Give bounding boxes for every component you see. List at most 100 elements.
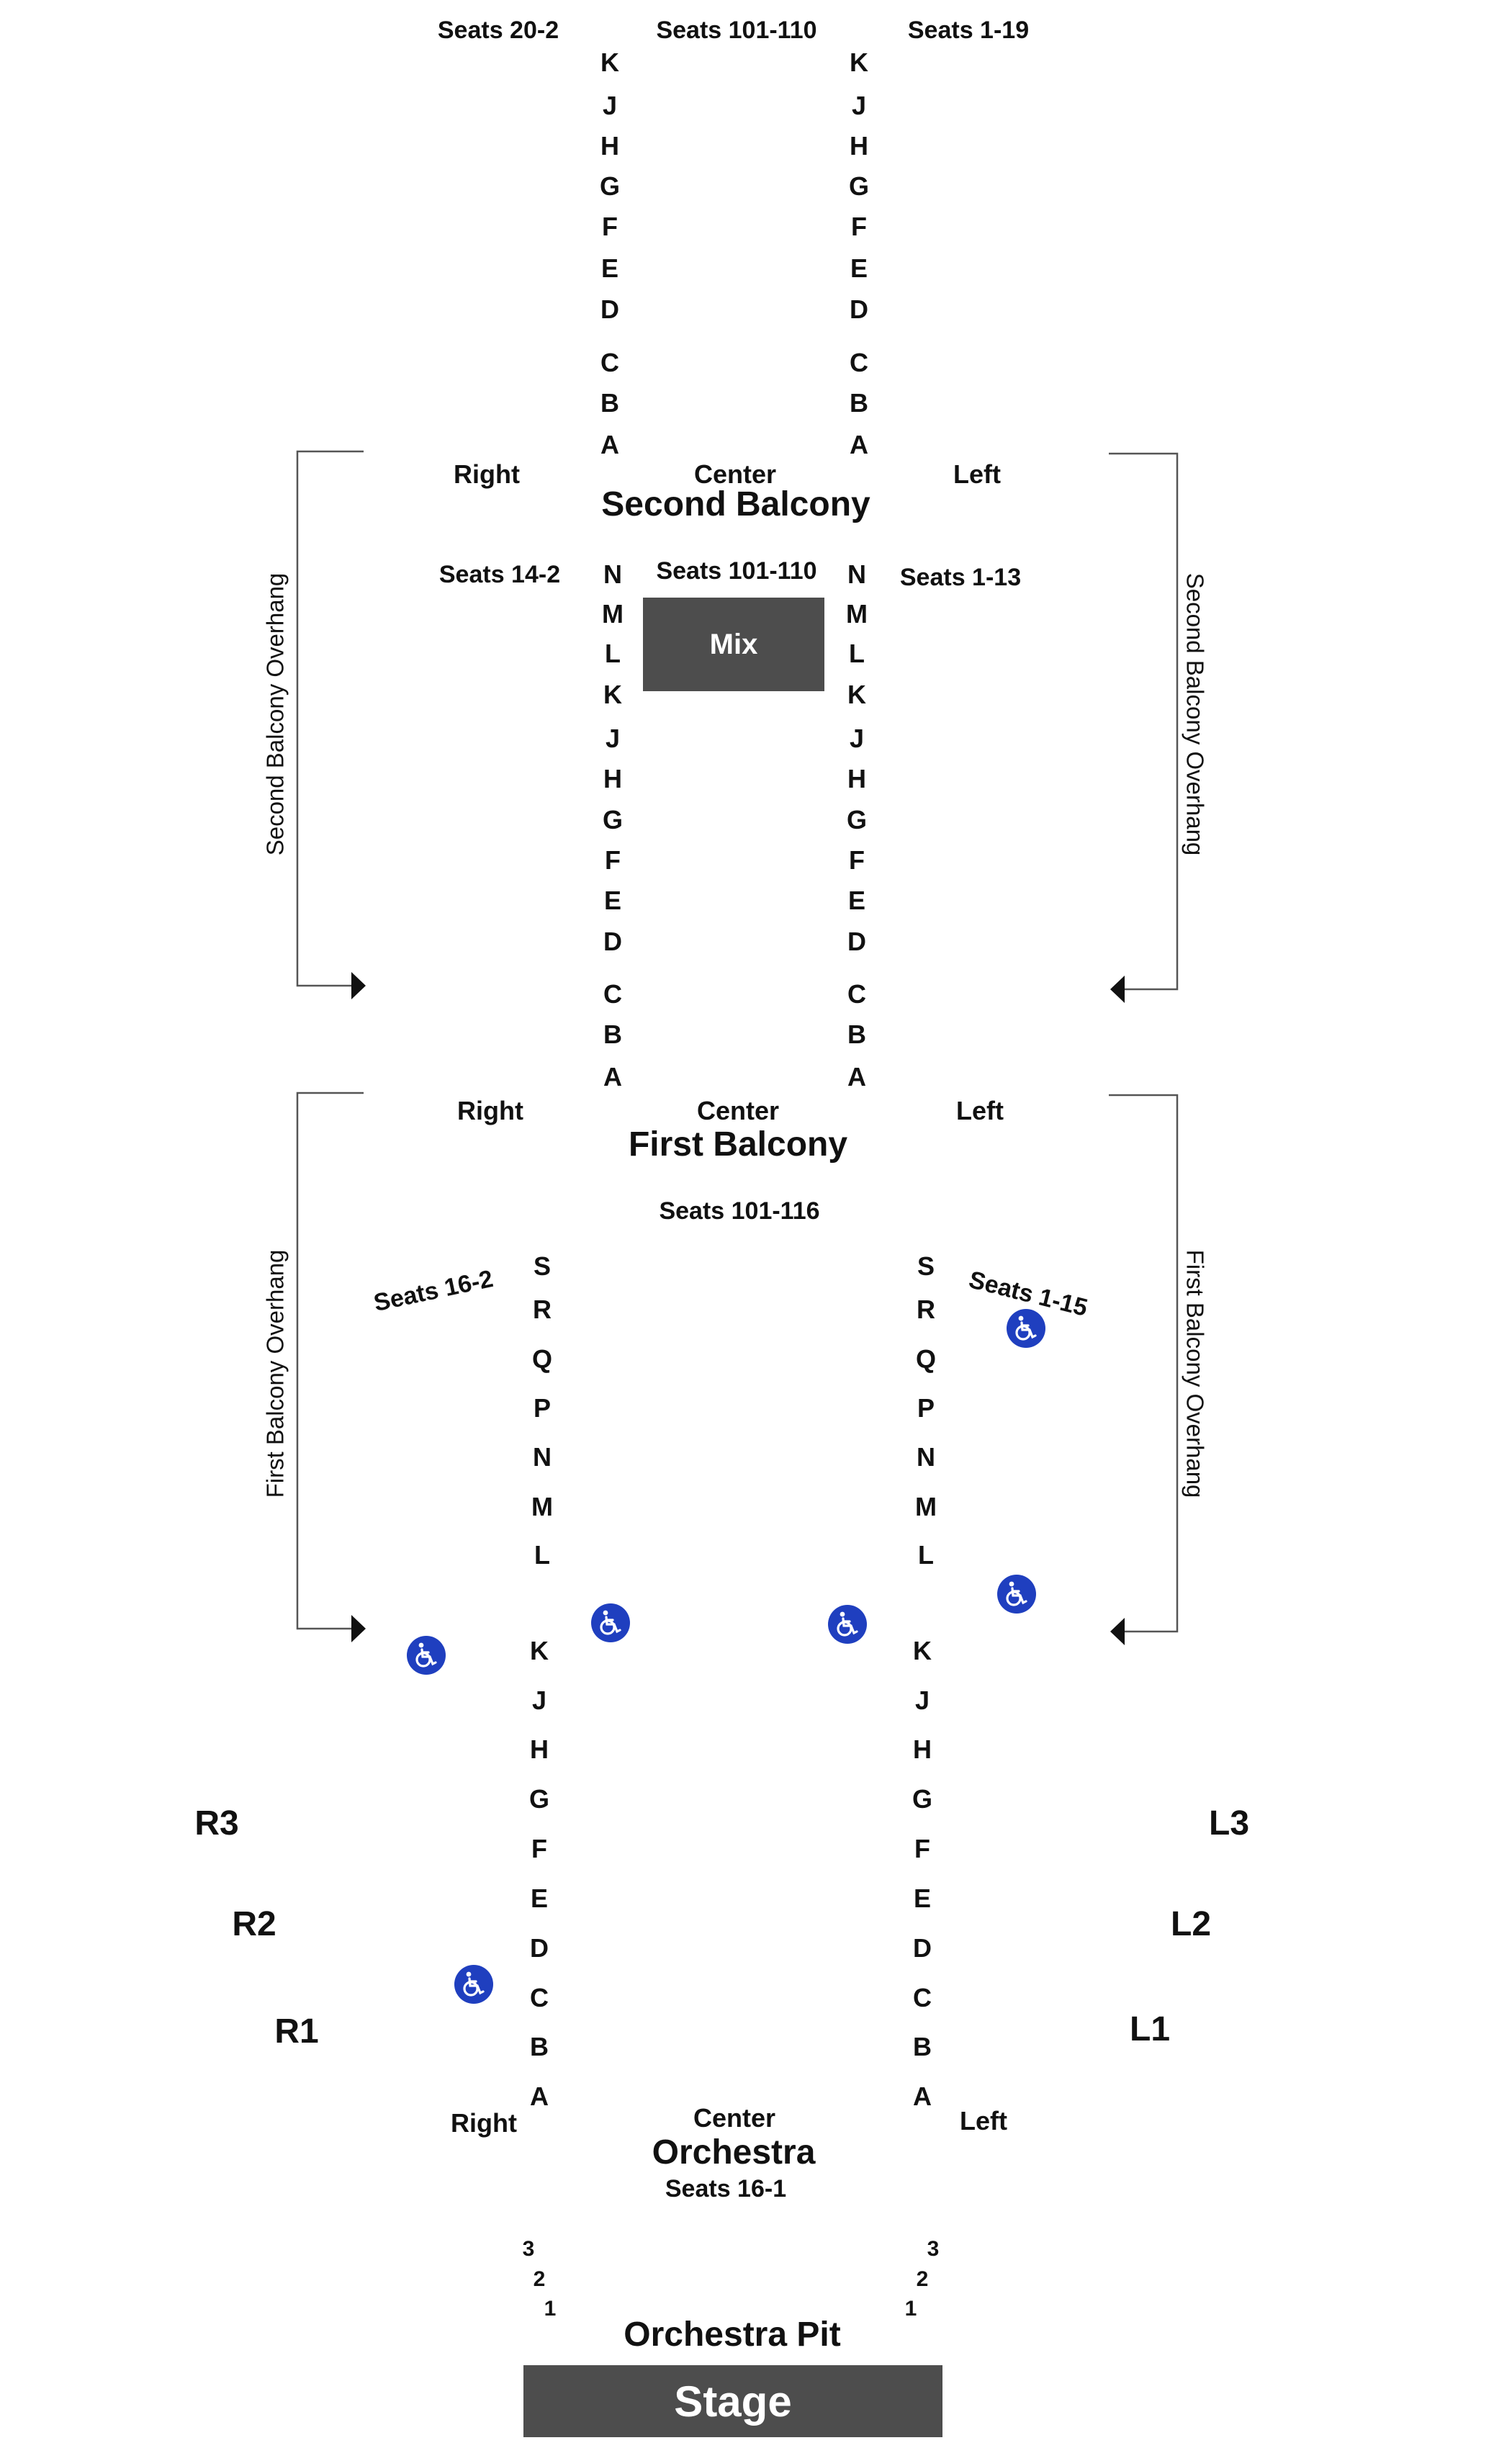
pit-row-2-left: 2	[916, 2267, 929, 2291]
sb-lower-row-l-right: L	[605, 639, 621, 668]
orch-row-p-left: P	[917, 1393, 935, 1423]
pit-row-2-right: 2	[533, 2267, 546, 2291]
second-balcony-title: Second Balcony	[601, 485, 870, 523]
box-l3: L3	[1208, 1804, 1250, 1842]
orch-row-l-left: L	[918, 1540, 934, 1570]
orch-row-h-right: H	[530, 1734, 549, 1764]
stage: Stage	[523, 2365, 942, 2437]
orch-row-g-right: G	[528, 1784, 550, 1814]
orchestra-title: Orchestra	[652, 2133, 816, 2172]
orch-row-c-right: C	[530, 1983, 549, 2012]
mix-label: Mix	[709, 628, 758, 660]
second-balcony-overhang-right: Second Balcony Overhang	[261, 572, 289, 856]
wheelchair-icon	[407, 1636, 446, 1675]
sb-upper-row-b-left: B	[850, 388, 868, 418]
sb-lower-row-d-right: D	[603, 927, 622, 956]
first-balcony-overhang-left: First Balcony Overhang	[1182, 1249, 1209, 1498]
orch-row-f-right: F	[531, 1834, 547, 1863]
sb-upper-seats-center: Seats 101-110	[656, 17, 817, 44]
mix-position: Mix	[643, 598, 824, 691]
sb-section-right: Right	[454, 459, 520, 489]
sb-lower-row-k-left: K	[847, 680, 866, 709]
orch-row-s-right: S	[533, 1251, 552, 1281]
orch-row-f-left: F	[914, 1834, 930, 1863]
wheelchair-icon	[997, 1575, 1036, 1614]
sb-lower-row-b-right: B	[603, 1020, 622, 1049]
orch-row-p-right: P	[533, 1393, 552, 1423]
sb-upper-row-f-left: F	[851, 212, 867, 241]
orch-row-s-left: S	[917, 1251, 935, 1281]
sb-section-left: Left	[953, 459, 1001, 489]
sb-lower-row-c-right: C	[603, 979, 622, 1009]
sb-upper-row-c-left: C	[850, 348, 868, 377]
sb-lower-row-f-right: F	[605, 845, 621, 875]
orch-row-m-left: M	[915, 1492, 937, 1521]
orch-row-d-left: D	[913, 1933, 932, 1963]
sb-upper-row-h-right: H	[600, 131, 619, 161]
sb-upper-seats-left: Seats 1-19	[907, 17, 1030, 44]
sb-upper-row-e-right: E	[600, 253, 619, 283]
sb-upper-row-e-left: E	[850, 253, 868, 283]
orchestra-seats: Seats 16-1	[665, 2175, 787, 2202]
orch-row-g-left: G	[912, 1784, 933, 1814]
orch-section-right: Right	[451, 2108, 517, 2138]
first-balcony-title: First Balcony	[628, 1125, 848, 1164]
pit-row-1-left: 1	[904, 2297, 917, 2321]
sb-lower-seats-center: Seats 101-110	[656, 557, 817, 585]
orchestra-pit-label: Orchestra Pit	[624, 2316, 841, 2354]
sb-lower-row-e-left: E	[847, 886, 866, 915]
orch-row-j-right: J	[531, 1686, 547, 1715]
wheelchair-icon	[454, 1965, 493, 2004]
sb-lower-row-l-left: L	[849, 639, 865, 668]
sb-lower-row-b-left: B	[847, 1020, 866, 1049]
orch-row-k-left: K	[913, 1636, 932, 1665]
sb-lower-row-g-right: G	[602, 805, 624, 834]
orch-row-k-right: K	[530, 1636, 549, 1665]
sb-upper-row-a-left: A	[850, 430, 868, 459]
sb-section-center: Center	[693, 459, 777, 489]
pit-row-1-right: 1	[544, 2297, 557, 2321]
orch-row-b-right: B	[530, 2032, 549, 2061]
fb-section-left: Left	[956, 1096, 1004, 1125]
sb-lower-row-h-right: H	[603, 764, 622, 793]
wheelchair-icon	[828, 1605, 867, 1644]
pit-row-3-right: 3	[522, 2237, 535, 2261]
orch-row-n-left: N	[917, 1442, 935, 1472]
box-r2: R2	[232, 1905, 276, 1943]
box-l2: L2	[1170, 1905, 1212, 1943]
wheelchair-icon	[591, 1603, 630, 1642]
orch-row-b-left: B	[913, 2032, 932, 2061]
arrow-left-icon	[1110, 1618, 1125, 1645]
fb-seats-center: Seats 101-116	[659, 1197, 820, 1225]
sb-lower-row-c-left: C	[847, 979, 866, 1009]
sb-lower-row-j-left: J	[849, 724, 865, 753]
sb-lower-row-m-right: M	[602, 599, 624, 629]
box-l1: L1	[1129, 2010, 1171, 2048]
sb-lower-row-n-left: N	[847, 559, 866, 589]
sb-lower-row-h-left: H	[847, 764, 866, 793]
wheelchair-icon	[1007, 1309, 1045, 1348]
orch-row-n-right: N	[533, 1442, 552, 1472]
sb-upper-row-g-left: G	[848, 171, 870, 201]
sb-lower-row-a-right: A	[603, 1062, 622, 1092]
fb-section-center: Center	[696, 1096, 780, 1125]
sb-upper-row-k-right: K	[600, 48, 619, 77]
sb-lower-row-n-right: N	[603, 559, 622, 589]
sb-upper-row-f-right: F	[602, 212, 618, 241]
sb-lower-row-f-left: F	[849, 845, 865, 875]
sb-lower-row-d-left: D	[847, 927, 866, 956]
orch-row-l-right: L	[534, 1540, 550, 1570]
pit-row-3-left: 3	[927, 2237, 940, 2261]
orch-row-e-right: E	[530, 1884, 549, 1913]
orch-row-d-right: D	[530, 1933, 549, 1963]
sb-upper-row-k-left: K	[850, 48, 868, 77]
arrow-right-icon	[351, 1615, 366, 1642]
sb-lower-row-k-right: K	[603, 680, 622, 709]
sb-lower-row-g-left: G	[846, 805, 868, 834]
sb-lower-seats-left: Seats 1-13	[899, 564, 1022, 591]
sb-upper-seats-right: Seats 20-2	[437, 17, 559, 44]
sb-lower-row-m-left: M	[846, 599, 868, 629]
orch-row-c-left: C	[913, 1983, 932, 2012]
sb-lower-seats-right: Seats 14-2	[438, 561, 561, 588]
